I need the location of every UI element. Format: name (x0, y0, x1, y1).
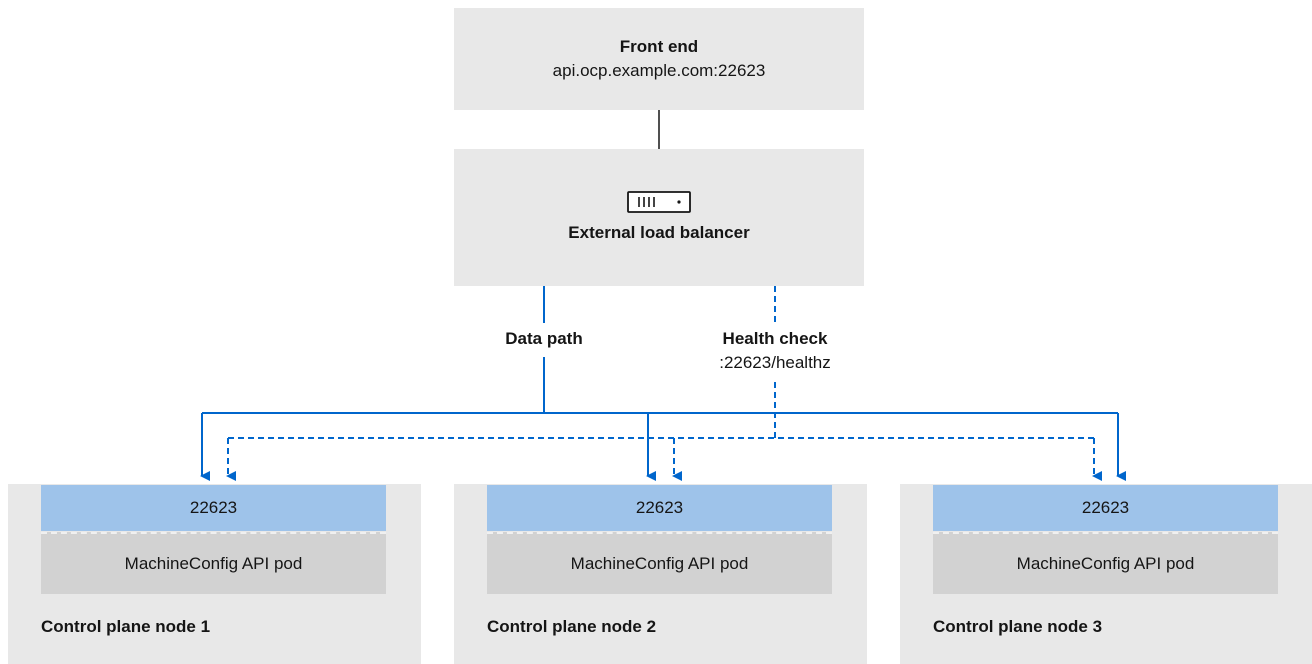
machineconfig-api-pod: MachineConfig API pod (41, 532, 386, 594)
health-check-path: :22623/healthz (719, 353, 831, 372)
health-check-lines (226, 286, 1102, 481)
machineconfig-api-pod: MachineConfig API pod (933, 532, 1278, 594)
node-title: Control plane node 3 (933, 617, 1103, 636)
node-port: 22623 (41, 485, 386, 531)
front-end-address: api.ocp.example.com:22623 (552, 61, 766, 80)
data-path-lines (200, 286, 1126, 481)
health-check-title: Health check (722, 329, 828, 348)
load-balancer-box: External load balancer (454, 149, 864, 286)
control-plane-node-3: 22623 MachineConfig API pod Control plan… (900, 484, 1312, 664)
front-end-title: Front end (619, 37, 699, 56)
load-balancer-icon (627, 190, 691, 213)
node-port: 22623 (933, 485, 1278, 531)
control-plane-node-1: 22623 MachineConfig API pod Control plan… (8, 484, 421, 664)
node-port: 22623 (487, 485, 832, 531)
front-end-box: Front end api.ocp.example.com:22623 (454, 8, 864, 110)
health-check-label-group: Health check :22623/healthz (690, 327, 860, 375)
machineconfig-api-pod: MachineConfig API pod (487, 532, 832, 594)
load-balancer-title: External load balancer (568, 222, 750, 242)
node-title: Control plane node 2 (487, 617, 657, 636)
node-title: Control plane node 1 (41, 617, 211, 636)
control-plane-node-2: 22623 MachineConfig API pod Control plan… (454, 484, 867, 664)
data-path-label: Data path (484, 327, 604, 351)
